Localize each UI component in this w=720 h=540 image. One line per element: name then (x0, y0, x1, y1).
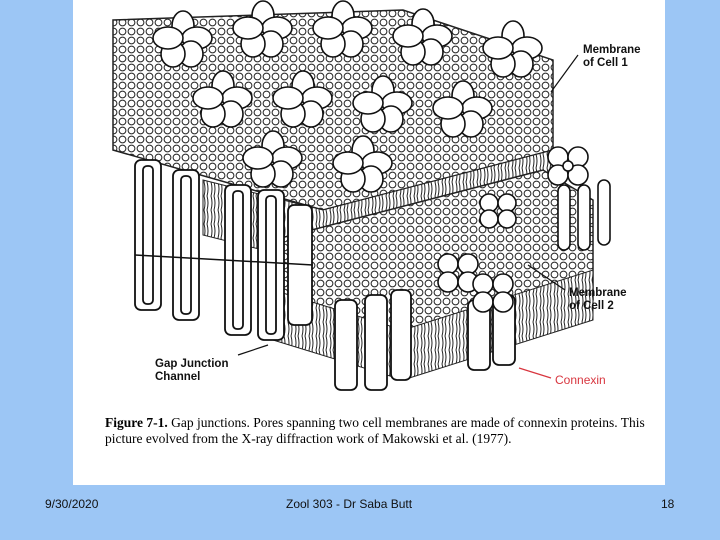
channel-pillars-lower (334, 289, 516, 391)
membrane-cell1-label: Membrane of Cell 1 (583, 44, 641, 69)
connexin-label: Connexin (555, 373, 606, 387)
membrane-cell2-label: Membrane of Cell 2 (569, 287, 627, 312)
gap-junction-illustration (112, 0, 611, 391)
footer-center-text: Zool 303 - Dr Saba Butt (286, 497, 413, 511)
gap-junction-channel-label: Gap Junction Channel (155, 358, 229, 383)
connexon-rings (437, 146, 611, 313)
figure-panel: Membrane of Cell 1 Membrane of Cell 2 Ga… (73, 0, 665, 485)
footer-page-number: 18 (661, 497, 675, 511)
footer-date: 9/30/2020 (45, 497, 99, 511)
caption-text: Gap junctions. Pores spanning two cell m… (105, 415, 645, 446)
connexon-heads (152, 0, 543, 193)
label-pointer-lines (237, 54, 579, 379)
figure-number: Figure 7-1. (105, 415, 168, 430)
channel-pillars-left (134, 159, 314, 341)
figure-caption: Figure 7-1. Gap junctions. Pores spannin… (105, 415, 650, 447)
